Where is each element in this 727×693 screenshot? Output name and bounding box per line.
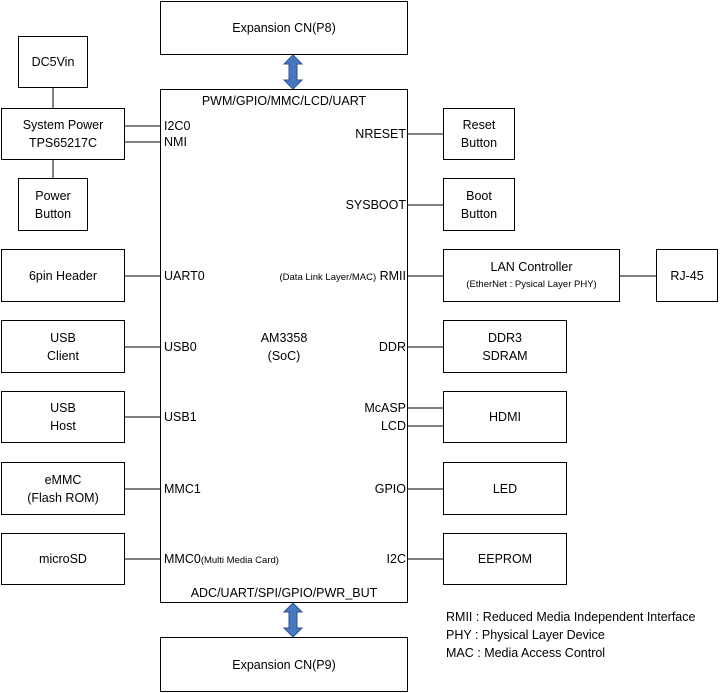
rj45-label: RJ-45 [670,268,704,283]
microsd-block: microSD [1,533,125,585]
rj45-block: RJ-45 [656,249,718,302]
eeprom-block: EEPROM [443,533,567,585]
usb-host-block: USB Host [1,391,125,443]
led-label: LED [492,481,518,496]
pin-rmii: (Data Link Layer/MAC) RMII [280,269,407,285]
soc-name-label: AM3358 [260,331,308,345]
pin-mmc1: MMC1 [164,482,201,496]
emmc-label-2: (Flash ROM) [27,490,99,505]
lan-controller-block: LAN Controller (EtherNet : Pysical Layer… [443,249,620,302]
boot-button-block: Boot Button [443,178,515,231]
pin-rmii-label: RMII [379,269,406,283]
boot-button-label-1: Boot [466,188,492,203]
legend-rmii: RMII : Reduced Media Independent Interfa… [446,610,696,624]
pin-usb0: USB0 [164,340,197,354]
legend-phy: PHY : Physical Layer Device [446,628,605,642]
pin-uart0: UART0 [164,269,205,283]
system-power-label: System Power [22,118,104,132]
led-block: LED [443,462,567,515]
system-power-block: System Power TPS65217C [1,108,125,160]
system-power-chip-label: TPS65217C [28,136,98,150]
expansion-cn-p8-label: Expansion CN(P8) [232,21,336,35]
sdram-label: SDRAM [482,348,528,363]
ddr3-label: DDR3 [487,330,523,345]
pin-nmi: NMI [164,135,187,149]
soc-bottom-bus-label: ADC/UART/SPI/GPIO/PWR_BUT [190,586,378,600]
pin-mmc0: MMC0(Multi Media Card) [164,552,279,568]
hdmi-block: HDMI [443,391,567,443]
emmc-label-1: eMMC [44,472,82,487]
pin-mcasp: McASP [364,401,406,415]
ddr3-sdram-block: DDR3 SDRAM [443,320,567,373]
soc-block: PWM/GPIO/MMC/LCD/UART ADC/UART/SPI/GPIO/… [160,89,408,603]
power-button-label-1: Power [35,188,71,203]
pin-ddr: DDR [378,340,406,354]
pin-gpio: GPIO [374,482,406,496]
pin-i2c0: I2C0 [164,119,191,133]
usb-client-label-2: Client [47,348,79,363]
pin-lcd: LCD [380,419,406,433]
legend-mac: MAC : Media Access Control [446,646,606,660]
expansion-cn-p9-label: Expansion CN(P9) [232,657,336,672]
pin-nreset: NRESET [355,127,406,141]
pin-rmii-note: (Data Link Layer/MAC) [279,272,377,283]
hdmi-label: HDMI [489,410,521,424]
reset-button-label-1: Reset [462,118,496,132]
power-button-block: Power Button [18,178,88,231]
usb-client-block: USB Client [1,320,125,373]
usb-client-label-1: USB [50,330,76,345]
pin-i2c: I2C [386,552,406,566]
emmc-block: eMMC (Flash ROM) [1,462,125,515]
usb-host-label-2: Host [50,419,76,433]
legend: RMII : Reduced Media Independent Interfa… [446,608,695,662]
pin-mmc0-label: MMC0 [164,552,201,566]
expansion-cn-p9-block: Expansion CN(P9) [160,637,408,692]
bus-arrow-top [282,54,304,90]
pin-sysboot: SYSBOOT [345,198,406,212]
expansion-cn-p8-block: Expansion CN(P8) [160,1,408,55]
eeprom-label: EEPROM [477,552,533,566]
lan-controller-sublabel: (EtherNet : Pysical Layer PHY) [466,278,597,290]
pin-usb1: USB1 [164,410,197,424]
boot-button-label-2: Button [460,206,498,221]
header-6pin-block: 6pin Header [1,249,125,302]
power-button-label-2: Button [34,206,72,221]
pin-mmc0-note: (Multi Media Card) [200,555,279,566]
reset-button-label-2: Button [460,136,498,150]
reset-button-block: Reset Button [443,108,515,160]
usb-host-label-1: USB [50,401,76,415]
soc-type-label: (SoC) [267,349,301,363]
bus-arrow-bottom [282,602,304,638]
microsd-label: microSD [39,552,87,566]
lan-controller-label: LAN Controller [490,259,573,274]
header-6pin-label: 6pin Header [28,268,98,283]
dc5vin-label: DC5Vin [31,55,75,69]
dc5vin-block: DC5Vin [18,36,88,88]
soc-top-bus-label: PWM/GPIO/MMC/LCD/UART [201,94,367,108]
